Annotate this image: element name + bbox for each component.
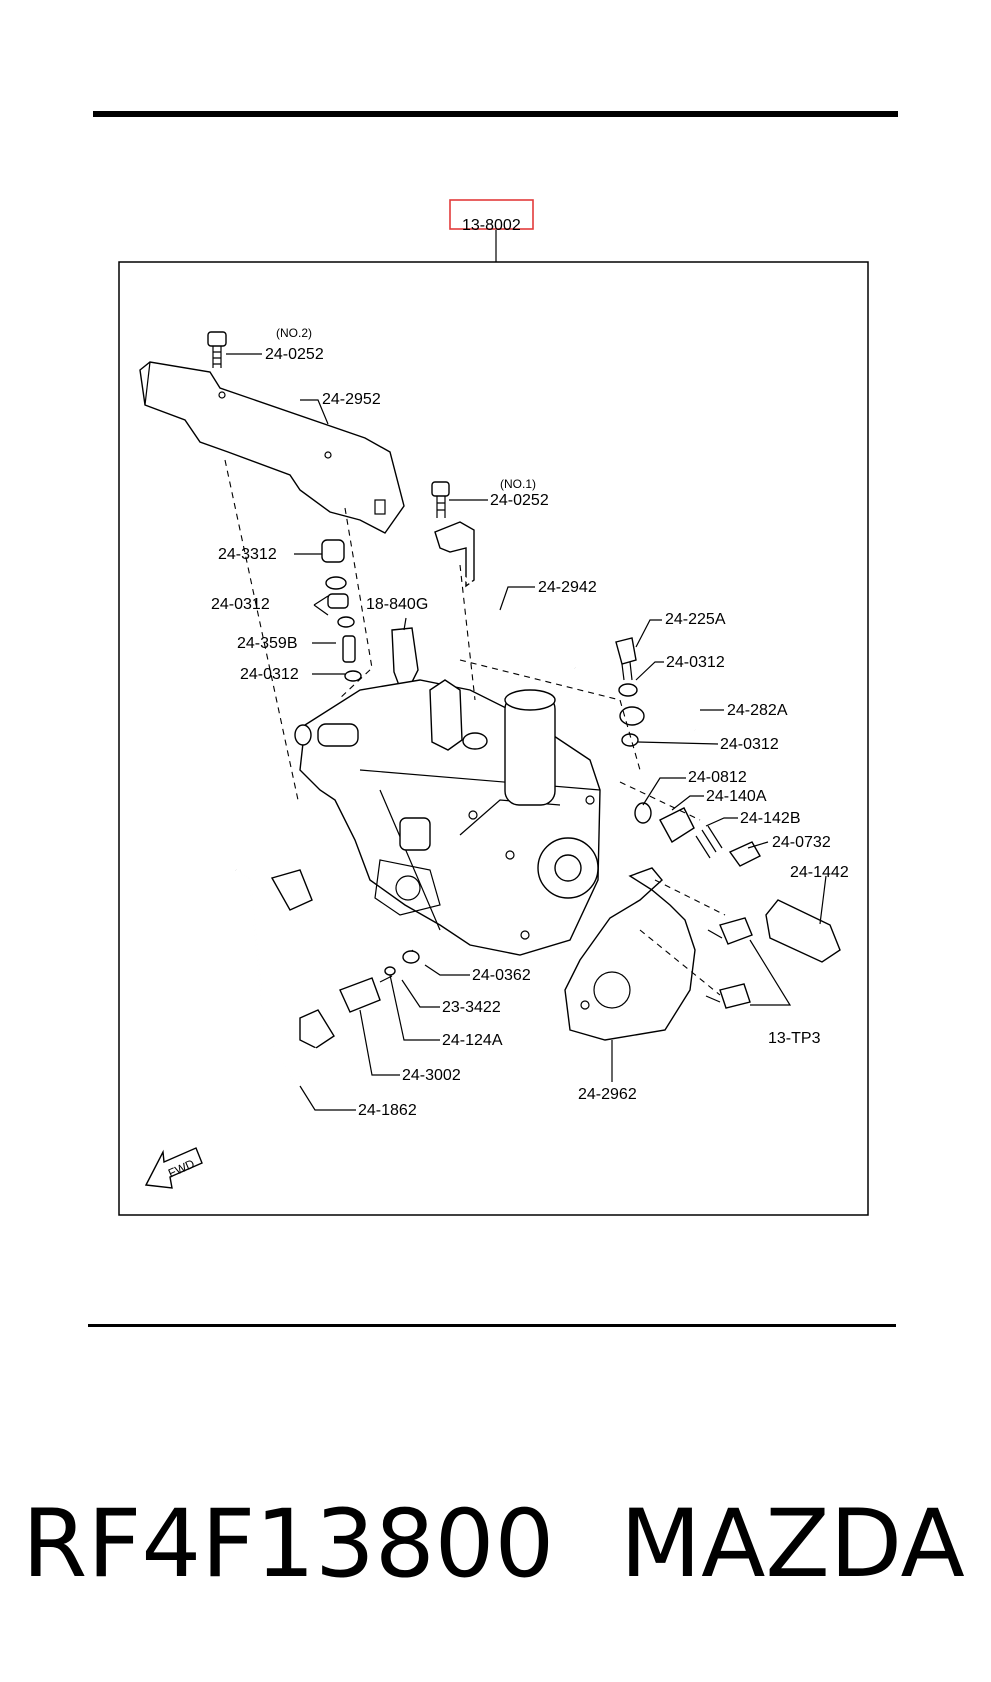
callout-label[interactable]: 24-2942 [538, 579, 597, 596]
sensor-icon [391, 627, 419, 689]
bolt-icon [615, 637, 637, 665]
bolt-icon [207, 331, 227, 347]
callout-label[interactable]: 24-2962 [578, 1086, 637, 1103]
bottom-divider [88, 1324, 896, 1327]
assembly-label: 13-8002 [462, 217, 521, 234]
switch-icon [339, 977, 381, 1013]
top-divider [93, 111, 898, 117]
callout-label[interactable]: 24-0312 [666, 654, 725, 671]
bracket-part [139, 361, 405, 534]
callout-note: (NO.1) [500, 477, 536, 491]
callout-label[interactable]: 24-0312 [240, 666, 299, 683]
cylinder-icon [765, 899, 841, 963]
callout-label[interactable]: 24-1442 [790, 864, 849, 881]
diagram-frame [118, 261, 869, 1216]
callout-label[interactable]: 24-0252 [265, 346, 324, 363]
callout-label[interactable]: 13-TP3 [768, 1030, 821, 1047]
callout-label[interactable]: 24-3312 [218, 546, 277, 563]
brand-name: MAZDA [620, 1490, 965, 1599]
callout-label[interactable]: 23-3422 [442, 999, 501, 1016]
adapter-plate [564, 867, 696, 1041]
assembly-label-box[interactable] [449, 199, 534, 230]
callout-label[interactable]: 24-140A [706, 788, 767, 805]
callout-label[interactable]: 24-0312 [211, 596, 270, 613]
forward-arrow-icon: FWD [144, 1147, 203, 1189]
callout-label[interactable]: 24-0362 [472, 967, 531, 984]
callout-label[interactable]: 24-359B [237, 635, 298, 652]
bolt-icon [431, 481, 450, 497]
callout-label[interactable]: 24-2952 [322, 391, 381, 408]
callout-note: (NO.2) [276, 326, 312, 340]
connector-icon [299, 1009, 335, 1049]
part-number: RF4F13800 [22, 1490, 555, 1599]
callout-label[interactable]: 18-840G [366, 596, 428, 613]
callout-label[interactable]: 24-0252 [490, 492, 549, 509]
callout-label[interactable]: 24-124A [442, 1032, 503, 1049]
callout-label[interactable]: 24-225A [665, 611, 726, 628]
callout-label[interactable]: 24-282A [727, 702, 788, 719]
bolt-icon [719, 917, 753, 945]
callout-label[interactable]: 24-3002 [402, 1067, 461, 1084]
callout-label[interactable]: 24-142B [740, 810, 801, 827]
callout-label[interactable]: 24-0812 [688, 769, 747, 786]
callout-label[interactable]: 24-0732 [772, 834, 831, 851]
cap-icon [321, 539, 345, 563]
callout-label[interactable]: 24-1862 [358, 1102, 417, 1119]
callout-label[interactable]: 24-0312 [720, 736, 779, 753]
